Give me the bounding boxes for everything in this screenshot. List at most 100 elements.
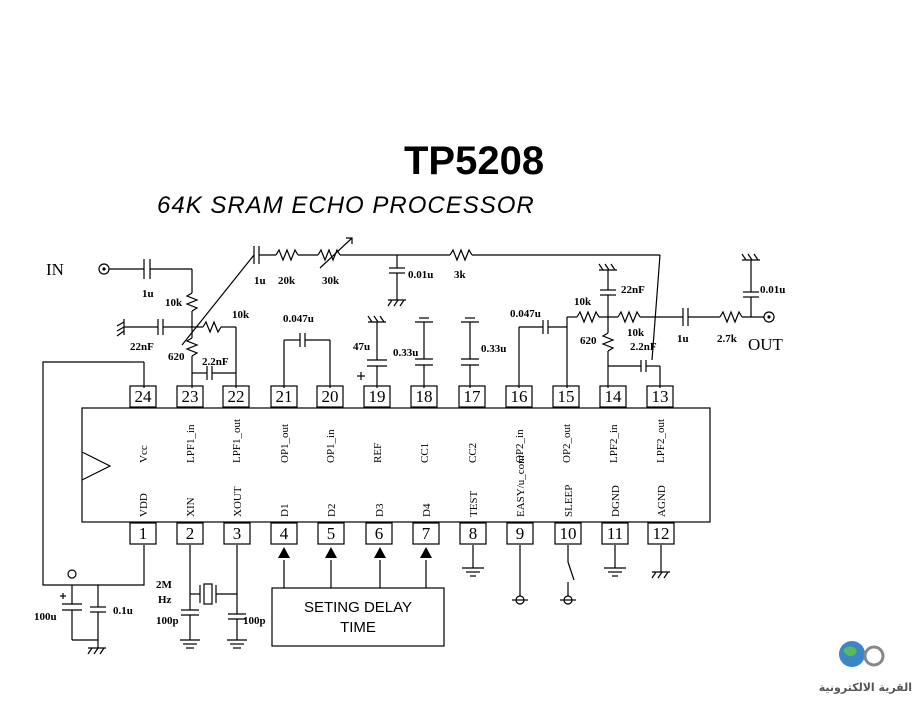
label-c-op2: 0.047u (510, 308, 541, 320)
pin-number: 24 (135, 387, 153, 406)
label-r-lpf1: 10k (232, 309, 250, 321)
label-c-cc1: 0.33u (393, 347, 418, 359)
pin-number: 15 (558, 387, 575, 406)
pin-number: 6 (375, 524, 384, 543)
label-r-in: 10k (165, 297, 183, 309)
delay-box-line1: SETING DELAY (304, 599, 412, 616)
pin-number: 18 (416, 387, 433, 406)
pin-number: 1 (139, 524, 148, 543)
pin-number: 12 (653, 524, 670, 543)
pin-8: 8 TEST (459, 490, 487, 545)
delay-box-line2: TIME (340, 619, 376, 636)
pin-number: 7 (422, 524, 431, 543)
pin-5: 5 D2 (317, 504, 345, 545)
label-c-lpf2-gnd: 22nF (621, 284, 645, 296)
pin-name: VDD (138, 493, 150, 517)
pin-number: 16 (511, 387, 528, 406)
label-c-top2: 0.01u (408, 269, 433, 281)
pin-name: XOUT (232, 486, 244, 517)
label-c-lpf1: 2.2nF (202, 356, 229, 368)
delay-box (271, 587, 445, 647)
ic-notch (81, 451, 112, 481)
output-label: OUT (748, 335, 784, 354)
label-r-out: 2.7k (717, 333, 738, 345)
wiring (42, 237, 775, 655)
pin-name: D1 (279, 504, 291, 517)
pin-name: D2 (326, 504, 338, 517)
pin-10: 10 SLEEP (554, 485, 582, 545)
label-r-lpf2: 10k (627, 327, 645, 339)
ic-body (81, 407, 711, 523)
label-c-xout: 100p (243, 615, 266, 627)
pin-name: LPF1_out (231, 419, 243, 463)
pin-1: 1 VDD (129, 493, 157, 545)
pin-name: REF (372, 443, 384, 463)
label-c-lpf1-gnd: 22nF (130, 341, 154, 353)
pin-number: 9 (516, 524, 525, 543)
pin-name: TEST (468, 490, 480, 517)
pin-name: OP1_out (279, 424, 291, 463)
label-c-ref: 47u (353, 341, 370, 353)
watermark-text: القرية الالكترونية (819, 681, 912, 694)
chip-title: TP5208 (404, 139, 544, 183)
pin-number: 20 (322, 387, 339, 406)
label-c-lpf2: 2.2nF (630, 341, 657, 353)
pin-number: 22 (228, 387, 245, 406)
pin-3: 3 XOUT (223, 486, 251, 545)
pin-number: 8 (469, 524, 478, 543)
label-c-vdd2: 0.1u (113, 605, 133, 617)
chip-subtitle: 64K SRAM ECHO PROCESSOR (157, 192, 535, 219)
watermark-logo: القرية الالكترونية (819, 641, 912, 694)
label-xtal: 2M (156, 579, 173, 591)
label-c-out-gnd: 0.01u (760, 284, 785, 296)
pin-number: 5 (327, 524, 336, 543)
label-r-top1: 20k (278, 275, 296, 287)
label-r-620-2: 620 (580, 335, 597, 347)
label-c-in: 1u (142, 288, 154, 300)
pin-name: CC1 (419, 443, 431, 463)
pin-7: 7 D4 (412, 503, 440, 545)
pin-number: 17 (464, 387, 482, 406)
pin-name: LPF1_in (185, 424, 197, 463)
component-labels: 1u 10k 22nF 620 2.2nF 10k 1u 20k 30k 0.0… (34, 269, 785, 627)
pin-4: 4 D1 (270, 504, 298, 545)
pin-number: 4 (280, 524, 289, 543)
pin-name: AGND (656, 485, 668, 517)
pin-name: D3 (374, 503, 386, 517)
pin-number: 23 (182, 387, 199, 406)
pin-number: 10 (560, 524, 577, 543)
pin-name: D4 (421, 503, 433, 517)
pin-12: 12 AGND (647, 485, 675, 545)
label-c-op1: 0.047u (283, 313, 314, 325)
pin-name: Vcc (138, 445, 150, 463)
pin-name: OP1_in (325, 429, 337, 463)
label-r-op2: 10k (574, 296, 592, 308)
label-r-top2: 3k (454, 269, 467, 281)
pin-name: LPF2_out (655, 419, 667, 463)
pin-number: 13 (652, 387, 669, 406)
pin-name: SLEEP (563, 485, 575, 517)
label-c-xin: 100p (156, 615, 179, 627)
pin-name: DGND (610, 485, 622, 517)
pin-name: CC2 (467, 443, 479, 463)
pin-9: 9 EASY/u_com (506, 455, 534, 545)
label-r-pot: 30k (322, 275, 340, 287)
pin-number: 3 (233, 524, 242, 543)
label-r-620-1: 620 (168, 351, 185, 363)
pin-name: EASY/u_com (515, 455, 527, 517)
input-label: IN (46, 260, 64, 279)
label-c-vdd1: 100u (34, 611, 57, 623)
